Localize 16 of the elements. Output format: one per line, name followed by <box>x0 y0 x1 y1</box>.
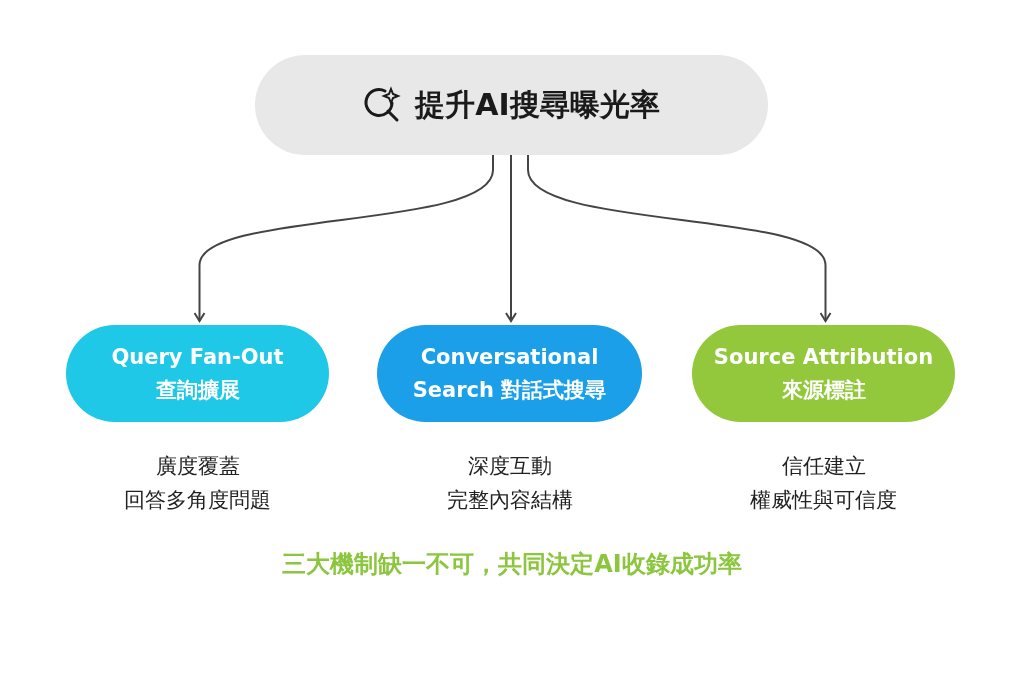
node-label: Conversational Search 對話式搜尋 <box>411 343 608 404</box>
description-text: 完整內容結構 <box>446 487 573 514</box>
title-text: 提升AI搜尋曝光率 <box>415 85 660 124</box>
caption: 三大機制缺一不可，共同決定AI收錄成功率 <box>281 549 743 580</box>
curved-arrow <box>193 154 494 322</box>
description-text: 深度互動 <box>467 453 552 480</box>
description-text: 權威性與可信度 <box>750 487 897 514</box>
node-label: Source Attribution <box>712 343 935 371</box>
description-text: 回答多角度問題 <box>124 487 271 514</box>
description-text: 廣度覆蓋 <box>155 453 240 480</box>
description-text: 信任建立 <box>781 453 866 480</box>
node-label: Query Fan-Out <box>110 343 285 371</box>
curved-arrow <box>505 154 517 322</box>
node-label: 來源標註 <box>780 376 867 404</box>
curved-arrow <box>527 154 832 322</box>
node-label: 查詢擴展 <box>154 376 241 404</box>
